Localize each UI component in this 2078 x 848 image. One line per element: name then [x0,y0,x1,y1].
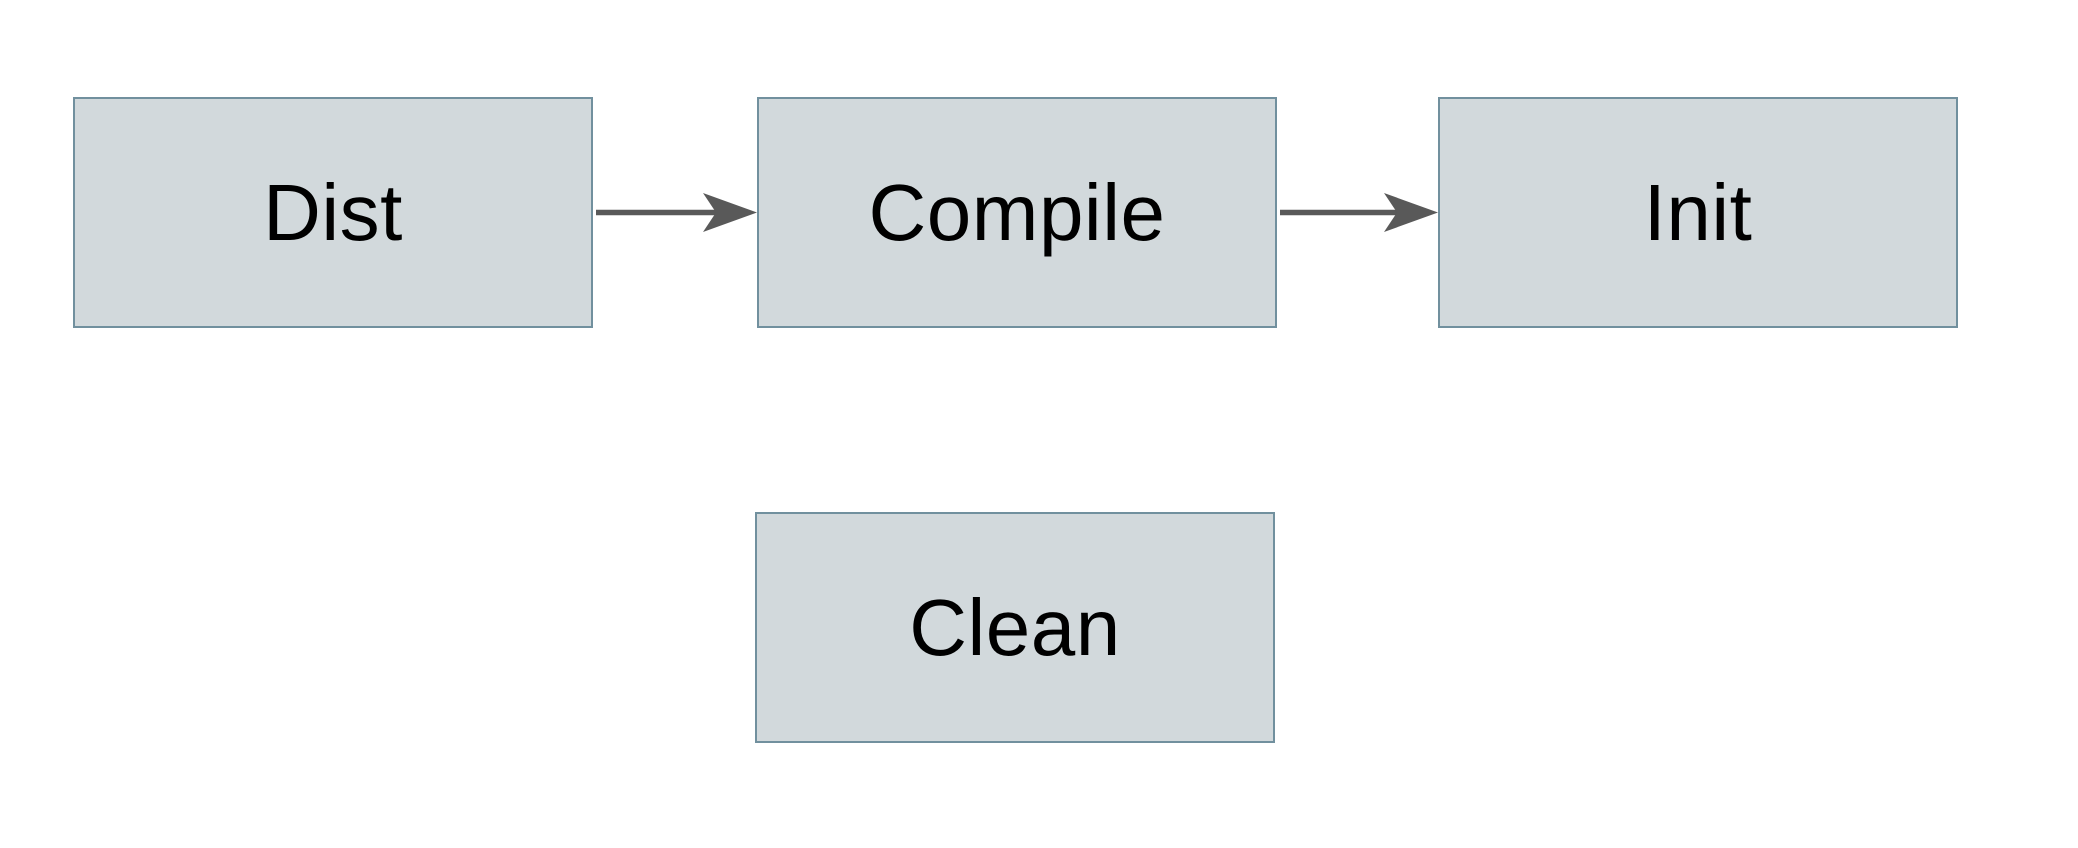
arrow-compile-to-init [1280,193,1438,232]
node-dist[interactable]: Dist [73,97,593,328]
node-dist-label: Dist [263,167,403,257]
node-clean[interactable]: Clean [755,512,1275,743]
arrow-dist-to-compile [596,193,757,232]
node-compile[interactable]: Compile [757,97,1277,328]
node-compile-label: Compile [868,167,1166,257]
node-init[interactable]: Init [1438,97,1958,328]
arrowhead-icon [1384,193,1438,232]
arrowhead-icon [703,193,757,232]
node-clean-label: Clean [909,582,1121,672]
node-init-label: Init [1643,167,1753,257]
